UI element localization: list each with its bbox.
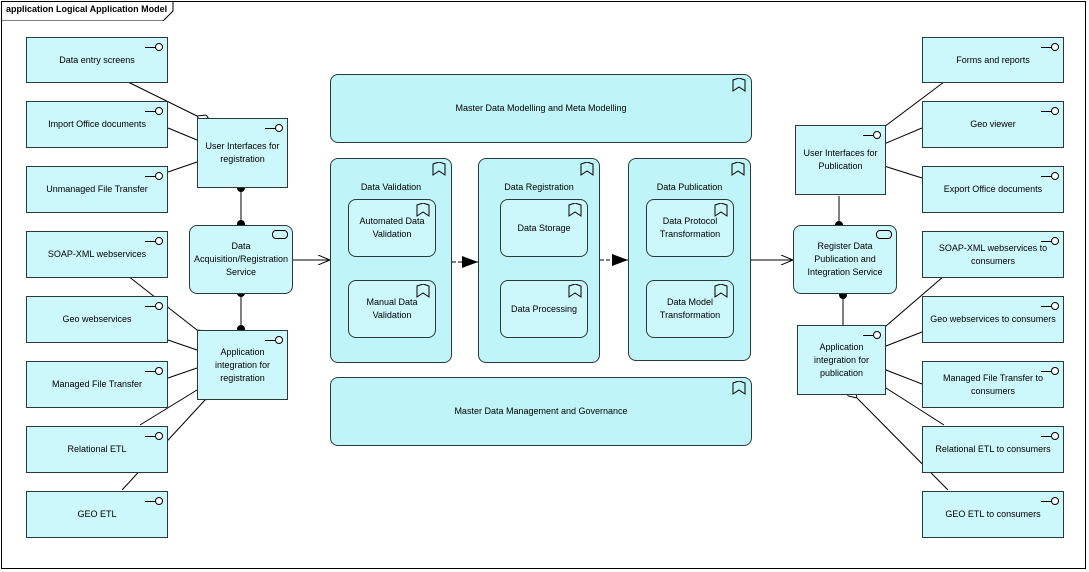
interface-icon [145,497,163,505]
function-icon [568,203,582,217]
function-icon [714,284,728,298]
interface-icon [1041,237,1059,245]
link-unmanaged-ui [167,162,197,173]
target-managed-file-transfer-consumers[interactable]: Managed File Transfer to consumers [922,361,1064,408]
target-geo-webservices-consumers[interactable]: Geo webservices to consumers [922,296,1064,343]
manual-data-validation[interactable]: Manual Data Validation [348,280,436,338]
interface-icon [1041,302,1059,310]
data-acquisition-registration-service[interactable]: Data Acquisition/Registration Service [189,225,293,294]
target-soap-xml-webservices-consumers[interactable]: SOAP-XML webservices to consumers [922,231,1064,278]
function-icon [432,162,446,176]
source-data-entry-screens[interactable]: Data entry screens [26,37,168,83]
data-protocol-transformation[interactable]: Data Protocol Transformation [646,199,734,257]
link-mft-int [167,368,197,379]
interface-icon [145,302,163,310]
interface-icon [265,336,283,344]
link-retlc-int [886,388,945,426]
interface-icon [1041,43,1059,51]
interface-icon [145,172,163,180]
interface-icon [145,367,163,375]
source-managed-file-transfer[interactable]: Managed File Transfer [26,361,168,408]
interface-icon [145,432,163,440]
interface-icon [145,107,163,115]
function-icon [732,381,746,395]
ui-for-registration[interactable]: User Interfaces for registration [197,118,288,188]
link-import-ui [167,127,197,140]
source-relational-etl[interactable]: Relational ETL [26,426,168,473]
data-model-transformation[interactable]: Data Model Transformation [646,280,734,338]
source-geo-etl[interactable]: GEO ETL [26,491,168,538]
diagram-title: application Logical Application Model [6,4,168,14]
function-icon [568,284,582,298]
link-export-ui [884,166,923,179]
diagram-title-tab [1,1,174,21]
service-icon [272,230,288,239]
interface-icon [1041,432,1059,440]
interface-icon [1041,497,1059,505]
link-geoetlc-int [857,398,949,491]
function-icon [731,162,745,176]
automated-data-validation[interactable]: Automated Data Validation [348,199,436,257]
interface-icon [1041,172,1059,180]
function-icon [416,284,430,298]
target-forms-and-reports[interactable]: Forms and reports [922,37,1064,83]
function-icon [714,203,728,217]
target-geo-etl-consumers[interactable]: GEO ETL to consumers [922,491,1064,538]
link-retl-int [139,390,197,426]
master-data-management-function[interactable]: Master Data Management and Governance [330,377,752,446]
target-geo-viewer[interactable]: Geo viewer [922,101,1064,148]
register-data-publication-service[interactable]: Register Data Publication and Integratio… [793,225,897,294]
target-relational-etl-consumers[interactable]: Relational ETL to consumers [922,426,1064,473]
function-icon [732,78,746,92]
function-icon [580,162,594,176]
function-icon [416,203,430,217]
source-geo-webservices[interactable]: Geo webservices [26,296,168,343]
link-mftc-int [886,370,923,385]
data-storage[interactable]: Data Storage [500,199,588,257]
interface-icon [863,331,881,339]
link-geoviewer-ui [884,127,923,144]
source-unmanaged-file-transfer[interactable]: Unmanaged File Transfer [26,166,168,213]
source-soap-xml-webservices[interactable]: SOAP-XML webservices [26,231,168,278]
link-geows-int [167,339,197,350]
link-forms-ui [884,81,945,127]
interface-icon [1041,107,1059,115]
link-geowsc-int [886,331,923,346]
target-export-office-documents[interactable]: Export Office documents [922,166,1064,213]
source-import-office-documents[interactable]: Import Office documents [26,101,168,148]
interface-icon [863,131,881,139]
data-processing[interactable]: Data Processing [500,280,588,338]
application-integration-for-registration[interactable]: Application integration for registration [197,330,288,400]
link-soapc-int [886,275,945,326]
service-icon [876,230,892,239]
interface-icon [145,237,163,245]
ui-for-publication[interactable]: User Interfaces for Publication [795,125,886,195]
interface-icon [145,43,163,51]
interface-icon [1041,367,1059,375]
application-integration-for-publication[interactable]: Application integration for publication [797,325,886,395]
link-entry-ui [127,81,197,116]
master-data-modelling-function[interactable]: Master Data Modelling and Meta Modelling [330,74,752,143]
interface-icon [265,124,283,132]
